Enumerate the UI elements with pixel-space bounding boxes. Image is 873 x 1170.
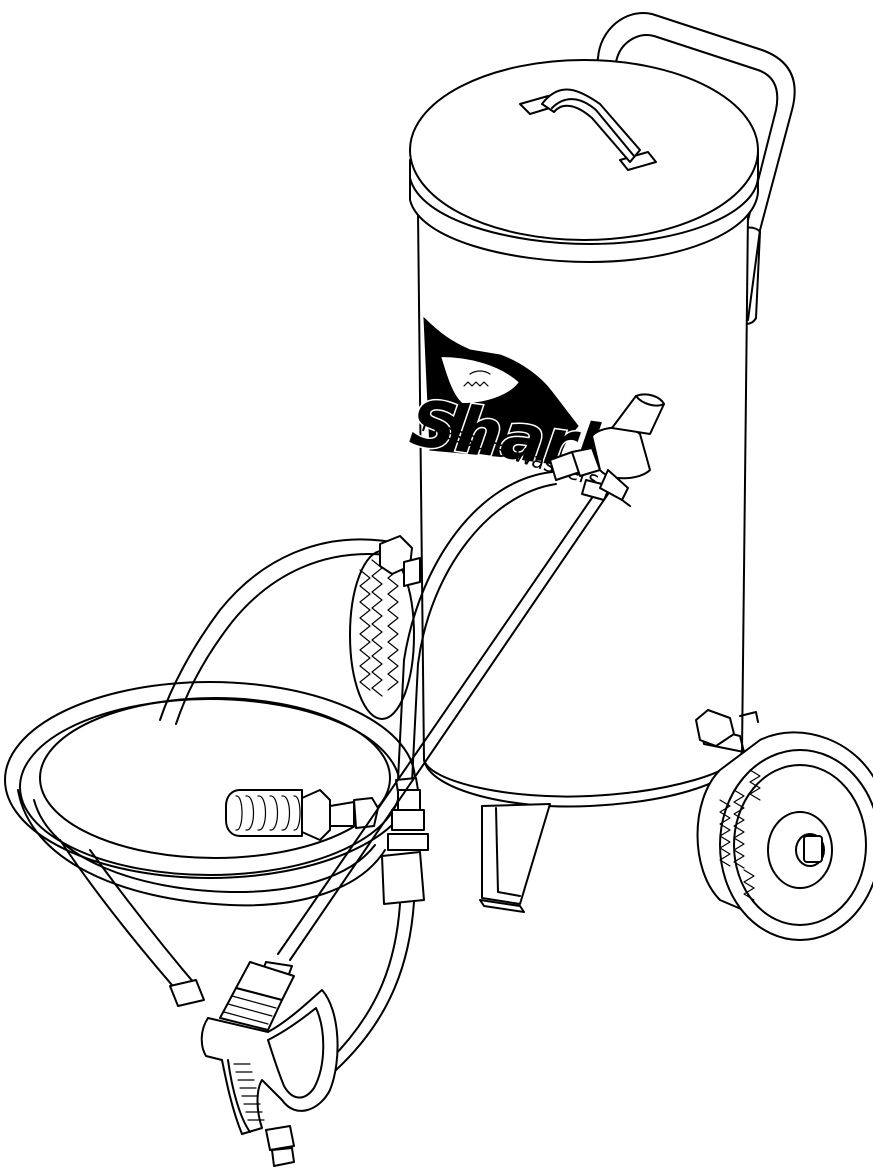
tank-lid: [409, 59, 759, 263]
shark-logo: Shark Pressure Washers: [404, 316, 628, 492]
inlet-strainer: [225, 789, 379, 841]
spray-hose: [329, 471, 557, 1071]
cart-stand: [479, 803, 551, 913]
hose-fittings: [169, 535, 421, 1007]
chemical-injector: [549, 393, 665, 507]
lid-handle: [519, 88, 657, 171]
front-wheel: [695, 709, 873, 941]
spray-gun: [200, 961, 339, 1167]
rear-wheel: [349, 550, 415, 720]
